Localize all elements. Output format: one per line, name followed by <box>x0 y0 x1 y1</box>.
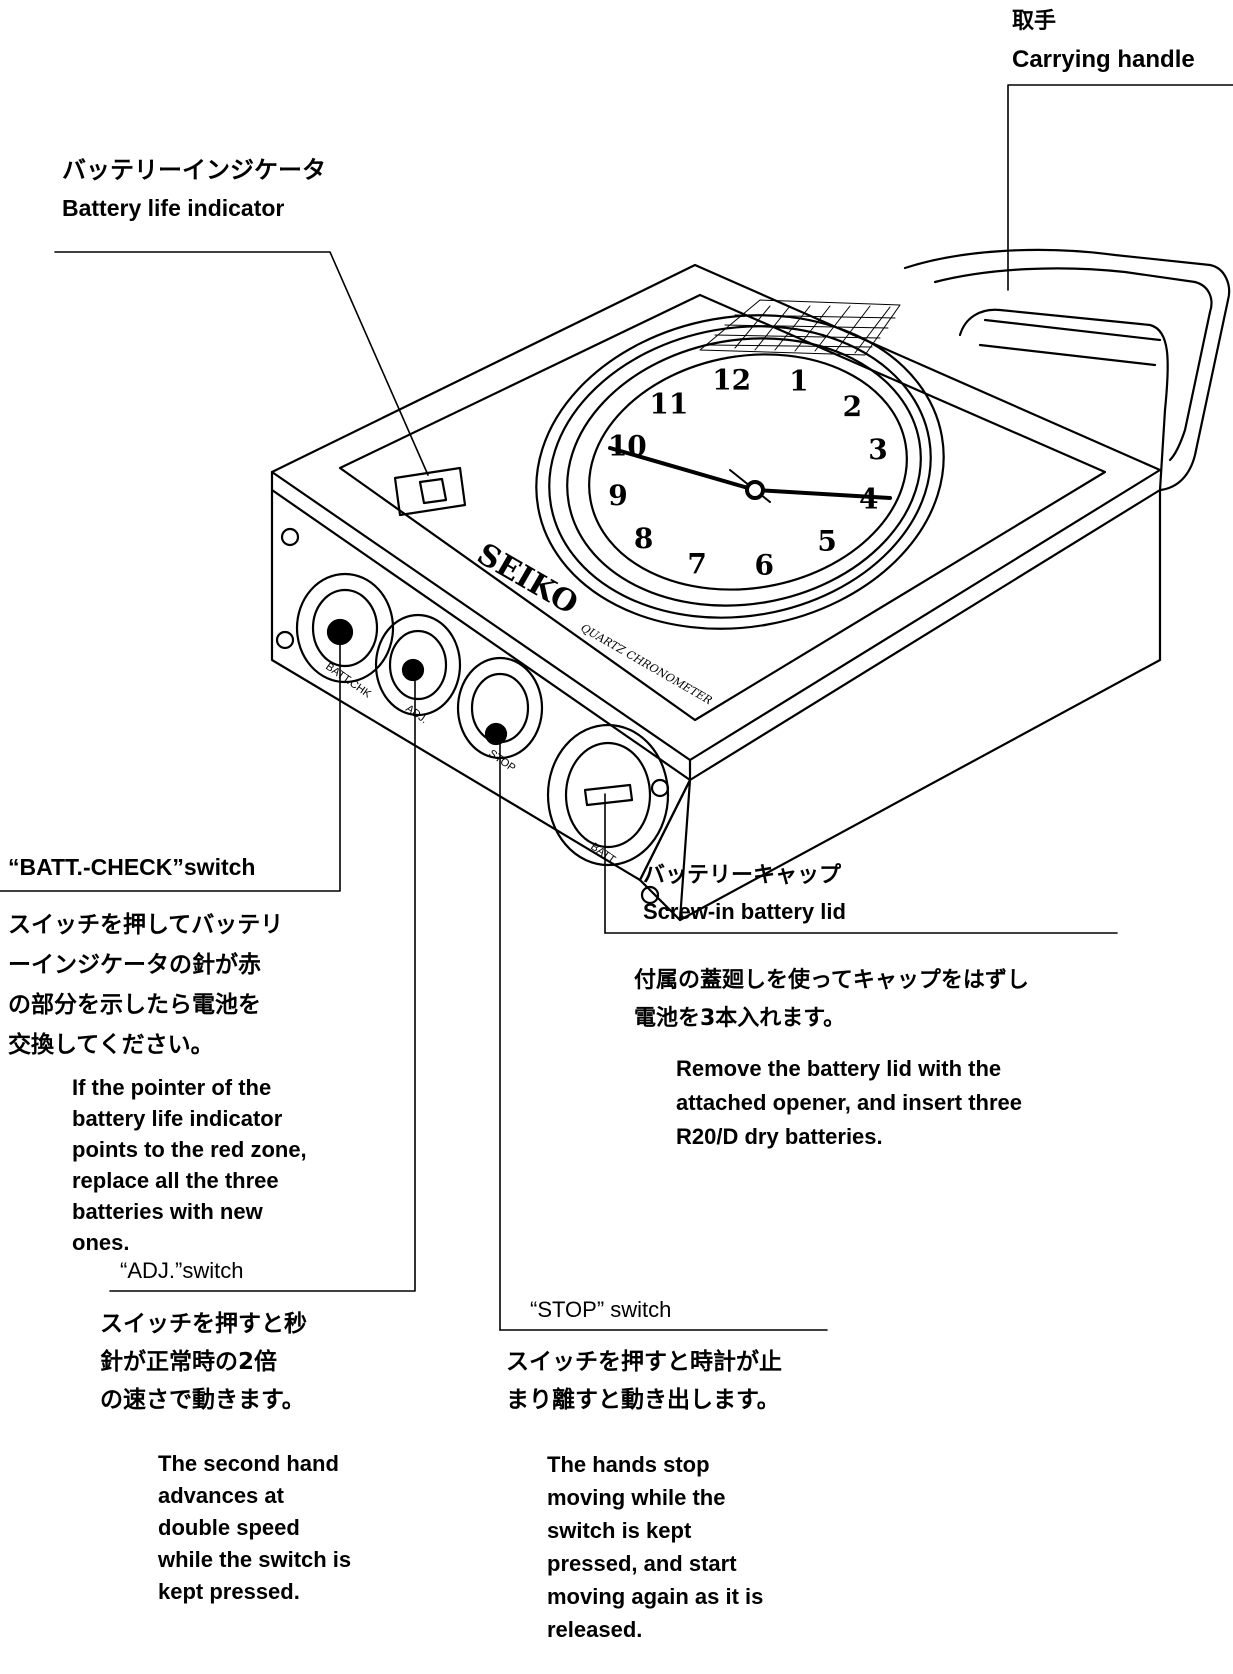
button-label-stop: STOP <box>486 748 517 775</box>
clock-case-front <box>270 488 1162 922</box>
dial-number: 8 <box>634 522 653 555</box>
clock-case-top <box>270 263 1162 782</box>
callout-lines <box>0 84 1233 1331</box>
subbrand-text: QUARTZ CHRONOMETER <box>579 621 715 707</box>
batt-check-desc-jp: スイッチを押してバッテリ ーインジケータの針が赤 の部分を示したら電池を 交換し… <box>8 912 284 1058</box>
switch-stop <box>456 656 544 760</box>
battery-cap-desc-jp: 付属の蓋廻しを使ってキャップをはずし 電池を3本入れます。 <box>634 968 1029 1031</box>
clock-dial <box>535 314 945 630</box>
handle-label-en: Carrying handle <box>1012 46 1195 73</box>
dial-number: 5 <box>817 525 836 558</box>
battery-indicator-window <box>393 466 467 517</box>
carrying-handle <box>903 248 1231 492</box>
battery-cap-label-jp: バッテリーキャップ <box>643 863 842 888</box>
batt-check-title: “BATT.-CHECK”switch <box>8 854 256 880</box>
brand-logo-text: SEIKO <box>471 537 584 622</box>
dial-number: 10 <box>608 430 647 463</box>
handle-label-jp: 取手 <box>1012 9 1057 34</box>
adj-desc-jp: スイッチを押すと秒 針が正常時の2倍 の速さで動きます。 <box>100 1311 307 1413</box>
dial-number: 11 <box>649 387 688 420</box>
battery-cap-desc-en: Remove the battery lid with the attached… <box>676 1056 1022 1149</box>
adj-title: “ADJ.”switch <box>120 1258 244 1283</box>
adj-desc-en: The second hand advances at double speed… <box>158 1451 352 1604</box>
dial-number: 7 <box>687 548 706 581</box>
dial-number: 12 <box>712 363 751 396</box>
button-label-adj: ADJ. <box>403 703 429 727</box>
battery-indicator-label-jp: バッテリーインジケータ <box>62 156 326 184</box>
dial-number: 1 <box>789 364 808 397</box>
battery-lid <box>546 723 670 867</box>
battery-indicator-label-en: Battery life indicator <box>62 195 285 221</box>
switch-adj <box>374 613 462 717</box>
battery-cap-label-en: Screw-in battery lid <box>643 899 846 924</box>
dial-number: 4 <box>859 482 878 515</box>
dial-number: 2 <box>843 390 862 423</box>
dial-number: 3 <box>868 433 887 466</box>
switch-batt-check <box>295 572 395 684</box>
dial-number: 9 <box>608 479 627 512</box>
stop-desc-jp: スイッチを押すと時計が止 まり離すと動き出します。 <box>506 1349 782 1413</box>
stop-desc-en: The hands stop moving while the switch i… <box>547 1452 764 1642</box>
clock-hands <box>608 446 892 503</box>
dial-number: 6 <box>755 549 774 582</box>
batt-check-desc-en: If the pointer of the battery life indic… <box>72 1075 307 1255</box>
stop-title: “STOP” switch <box>530 1297 672 1322</box>
